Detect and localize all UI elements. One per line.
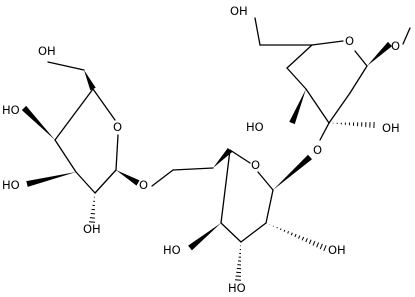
ring3-oh6-label: OH: [38, 44, 56, 58]
ring1-glycoside-oxygen-label: O: [391, 39, 400, 53]
glycosidic-oxygen-right-label: O: [313, 143, 322, 157]
single-bond: [319, 122, 330, 141]
hash-stroke: [287, 231, 290, 234]
ring1-oh6-label: OH: [230, 4, 248, 18]
single-bond: [94, 169, 117, 194]
ring3-oh3-label: HO: [2, 178, 20, 192]
single-bond: [151, 169, 174, 187]
ring1-oh2-label: OH: [382, 121, 400, 135]
single-bond: [220, 149, 231, 224]
wedge-bond: [26, 172, 77, 187]
wedge-bond: [273, 154, 312, 190]
single-bond: [402, 27, 411, 45]
single-bond: [265, 189, 274, 224]
single-bond: [254, 17, 261, 46]
hash-stroke: [89, 217, 96, 219]
hash-stroke: [283, 229, 286, 232]
ring3-oh4-label: HO: [2, 103, 20, 117]
hash-stroke: [323, 245, 327, 251]
wedge-bond: [188, 223, 221, 251]
hash-stroke: [312, 240, 316, 246]
single-bond: [54, 139, 77, 173]
single-bond: [328, 92, 351, 124]
ring2-oh4-label: HO: [163, 243, 181, 257]
single-bond: [54, 88, 94, 141]
hash-stroke: [301, 236, 305, 241]
hash-stroke: [279, 228, 282, 231]
ring1-ring-oxygen-label: O: [345, 34, 354, 48]
ring1-oh4-label: HO: [246, 120, 264, 134]
ring3-ring-oxygen-label: O: [113, 120, 122, 134]
single-bond: [172, 167, 214, 171]
wedge-bond: [21, 105, 55, 140]
hash-stroke: [290, 232, 293, 236]
single-bond: [286, 67, 307, 90]
single-bond: [257, 171, 274, 191]
wedge-bond: [289, 89, 306, 125]
hash-stroke: [294, 233, 297, 238]
single-bond: [240, 222, 267, 243]
hash-stroke: [308, 239, 312, 245]
wedge-bond: [367, 41, 393, 66]
hashed-wedge-bond: [332, 121, 375, 129]
single-bond: [349, 65, 368, 94]
single-bond: [286, 44, 313, 69]
hashed-wedge-bond: [269, 224, 327, 251]
single-bond: [354, 50, 368, 67]
ring2-oh3-label: HO: [228, 281, 246, 295]
single-bond: [220, 222, 242, 243]
single-bond: [92, 88, 116, 121]
hashed-wedge-bond: [88, 196, 96, 223]
hash-stroke: [316, 242, 320, 248]
glycosidic-oxygen-left-label: O: [139, 178, 148, 192]
ring2-ring-oxygen-label: O: [251, 158, 260, 172]
single-bond: [311, 40, 344, 46]
wedge-bond: [84, 70, 96, 91]
hash-stroke: [298, 235, 301, 239]
wedge-bond: [213, 147, 233, 168]
hash-stroke: [305, 238, 308, 243]
single-bond: [229, 149, 251, 164]
bond-layer: [21, 17, 411, 281]
hashed-wedge-bond: [234, 245, 242, 281]
wedge-bond: [116, 170, 140, 186]
single-bond: [115, 134, 119, 171]
single-bond: [305, 88, 330, 124]
ring3-oh2-label: OH: [83, 222, 101, 236]
ring2-oh2-label: OH: [328, 243, 346, 257]
hash-stroke: [88, 221, 96, 223]
single-bond: [75, 171, 96, 194]
single-bond: [47, 61, 85, 71]
hash-stroke: [319, 243, 323, 250]
